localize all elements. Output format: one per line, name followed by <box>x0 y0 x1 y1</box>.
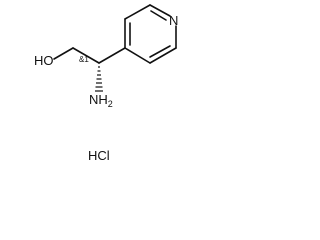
ring-bond-c2-n <box>149 4 171 17</box>
bond-chiral-ring <box>98 47 126 64</box>
stereo-label: &1 <box>79 55 89 64</box>
structure-diagram: HO &1 NH2 N HCl <box>34 4 178 163</box>
ring-double-c5-c6 <box>149 45 171 58</box>
ring-bond-c6-c5 <box>149 47 177 64</box>
stereo-hash-bond <box>95 66 103 92</box>
hydroxyl-label: HO <box>34 53 54 68</box>
amine-label: NH2 <box>89 92 113 109</box>
ring-bond-c3-c2 <box>124 4 151 20</box>
ring-bond-c5-c4 <box>124 47 151 64</box>
bond-lines <box>53 4 177 92</box>
pyridine-nitrogen-label: N <box>169 13 178 28</box>
bond-ch2-chiral <box>72 47 100 64</box>
ring-double-c2-n <box>150 10 167 21</box>
amine-text: NH <box>89 92 108 107</box>
bond-o-ch2 <box>53 47 74 60</box>
amine-subscript: 2 <box>108 99 113 109</box>
salt-label: HCl <box>88 148 110 163</box>
